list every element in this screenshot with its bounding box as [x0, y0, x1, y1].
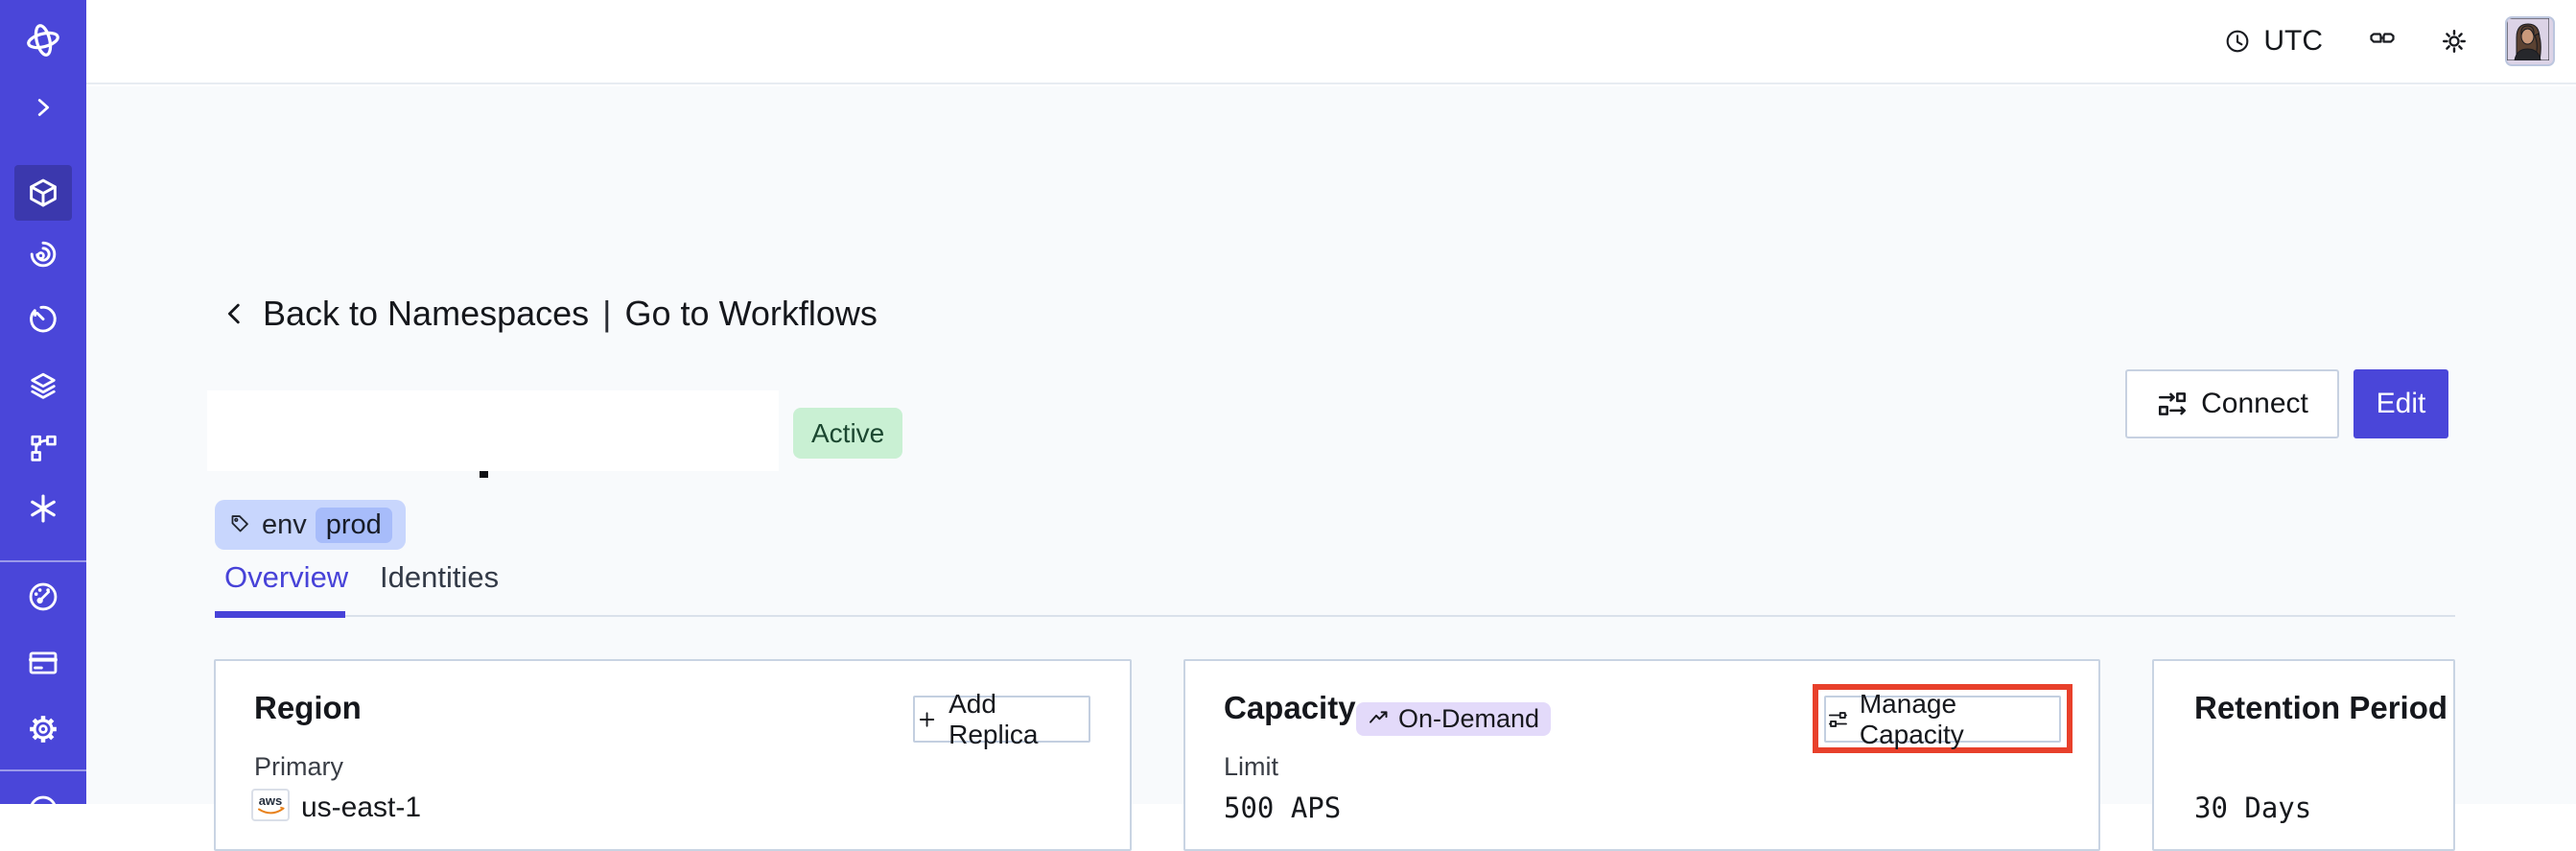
annotation-highlight-box — [1813, 684, 2073, 753]
aws-logo: aws — [258, 793, 285, 815]
region-card: Region Add Replica Primary aws us-east-1 — [214, 659, 1132, 851]
connect-button[interactable]: Connect — [2125, 369, 2339, 438]
topbar: UTC — [86, 0, 2576, 84]
connect-icon — [2156, 388, 2189, 420]
breadcrumb-back-link[interactable]: Back to Namespaces — [263, 294, 590, 333]
capacity-limit-value: 500 APS — [1224, 792, 1342, 824]
trending-up-icon — [1368, 708, 1391, 731]
deployments-layers-icon — [26, 368, 60, 403]
redaction-artifact — [480, 471, 488, 478]
manage-capacity-button[interactable]: Manage Capacity — [1824, 689, 2061, 749]
schedules-clock-icon — [26, 301, 60, 336]
redacted-namespace-title — [207, 390, 779, 471]
aws-provider-chip: aws — [251, 789, 290, 821]
sidebar — [0, 0, 86, 804]
sidebar-item-deployments[interactable] — [0, 368, 86, 403]
add-replica-button[interactable]: Add Replica — [913, 689, 1090, 749]
sidebar-item-namespaces[interactable] — [0, 176, 86, 210]
sidebar-expand-button[interactable] — [0, 93, 86, 122]
main-content: Back to Namespaces | Go to Workflows Act… — [86, 86, 2576, 851]
clock-icon — [2224, 28, 2251, 55]
sidebar-divider — [0, 560, 86, 562]
sidebar-item-billing[interactable] — [0, 646, 86, 680]
batch-branch-icon — [26, 431, 60, 465]
usage-gauge-icon — [26, 579, 60, 614]
limit-label: Limit — [1224, 752, 1279, 781]
tab-identities[interactable]: Identities — [380, 560, 500, 594]
retention-card-title: Retention Period — [2194, 690, 2448, 725]
account-circle-icon — [26, 792, 60, 827]
sidebar-item-account[interactable] — [0, 792, 86, 827]
theme-toggle[interactable] — [2440, 27, 2469, 56]
workflows-spiral-icon — [26, 237, 60, 272]
sidebar-item-nexus[interactable] — [0, 491, 86, 526]
sun-icon — [2440, 27, 2469, 56]
primary-label: Primary — [254, 752, 343, 781]
sidebar-item-usage[interactable] — [0, 579, 86, 614]
sidebar-divider — [0, 769, 86, 771]
chevron-left-icon[interactable] — [221, 299, 249, 328]
tabs-baseline — [215, 615, 2455, 617]
capacity-card: Capacity On-Demand Manage Capacity Limit… — [1183, 659, 2100, 851]
breadcrumb: Back to Namespaces | Go to Workflows — [221, 292, 878, 336]
add-replica-label: Add Replica — [948, 688, 1039, 749]
status-badge: Active — [793, 408, 903, 459]
tab-overview[interactable]: Overview — [224, 560, 349, 594]
edit-button[interactable]: Edit — [2354, 369, 2448, 438]
avatar-image — [2507, 18, 2550, 61]
sliders-icon — [1826, 707, 1850, 732]
timezone-label: UTC — [2263, 25, 2323, 57]
tag-icon — [228, 512, 253, 537]
billing-card-icon — [26, 646, 60, 680]
timezone-selector[interactable]: UTC — [2224, 25, 2323, 58]
manage-capacity-label: Manage Capacity — [1859, 688, 1964, 749]
tag-value: prod — [315, 507, 392, 543]
temporal-logo[interactable] — [0, 21, 86, 59]
settings-gear-icon — [26, 712, 60, 746]
svg-text:aws: aws — [259, 793, 283, 808]
ondemand-badge-label: On-Demand — [1398, 704, 1540, 733]
sidebar-item-batch-operations[interactable] — [0, 431, 86, 465]
connect-button-label: Connect — [2201, 388, 2308, 419]
breadcrumb-workflows-link[interactable]: Go to Workflows — [624, 294, 878, 333]
retention-value: 30 Days — [2194, 792, 2312, 824]
breadcrumb-separator: | — [602, 294, 612, 333]
avatar[interactable] — [2505, 16, 2555, 66]
sidebar-item-workflows[interactable] — [0, 237, 86, 272]
ondemand-badge: On-Demand — [1356, 702, 1552, 736]
namespace-tag: env prod — [215, 500, 406, 550]
tag-key: env — [262, 508, 307, 540]
active-tab-underline — [215, 611, 345, 618]
plus-icon — [915, 707, 939, 732]
region-value: us-east-1 — [301, 792, 422, 823]
retention-card: Retention Period 30 Days — [2152, 659, 2455, 851]
sidebar-item-settings[interactable] — [0, 712, 86, 746]
region-card-title: Region — [254, 690, 362, 725]
nexus-asterisk-icon — [26, 491, 60, 526]
sidebar-item-schedules[interactable] — [0, 301, 86, 336]
capacity-card-title: Capacity — [1224, 690, 1356, 725]
labs-toggle[interactable] — [2367, 26, 2398, 57]
namespaces-cube-icon — [26, 176, 60, 210]
glasses-icon — [2367, 26, 2398, 57]
